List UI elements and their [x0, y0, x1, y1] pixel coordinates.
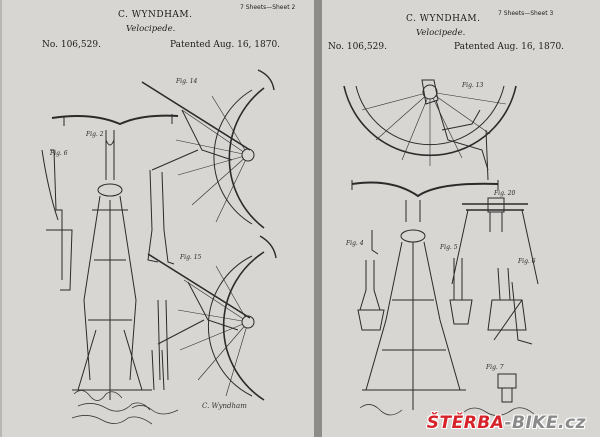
figure-label: Fig. 6	[50, 150, 68, 157]
witness-signatures	[359, 404, 535, 416]
watermark-domain: -BIKE.cz	[504, 413, 586, 433]
figure-label: Fig. 4	[346, 240, 364, 247]
page-gutter	[314, 0, 322, 437]
figure-label: Fig. 6	[518, 258, 536, 265]
inventor-signature: C. Wyndham	[202, 402, 247, 410]
figure-label: Fig. 20	[494, 190, 516, 197]
inventor-name: C. WYNDHAM.	[406, 14, 481, 24]
sheet-number: 7 Sheets—Sheet 3	[498, 10, 554, 17]
witness-signatures	[71, 390, 179, 425]
figure-label: Fig. 2	[86, 131, 104, 138]
patent-title: Velocipede.	[416, 28, 466, 38]
inventor-name: C. WYNDHAM.	[118, 10, 193, 20]
patent-date: Patented Aug. 16, 1870.	[454, 42, 565, 52]
patent-title: Velocipede.	[126, 24, 176, 34]
sheet-number: 7 Sheets—Sheet 2	[240, 4, 296, 11]
figure-label: Fig. 14	[176, 78, 198, 85]
patent-number: No. 106,529.	[328, 42, 387, 52]
patent-sheet-right: 7 Sheets—Sheet 3 C. WYNDHAM. Velocipede.…	[322, 0, 600, 437]
bicycle-drawings-right	[343, 79, 539, 410]
figure-label: Fig. 13	[462, 82, 484, 89]
bicycle-drawings-left	[41, 69, 277, 401]
patent-number: No. 106,529.	[42, 40, 101, 50]
watermark-brand: ŠTĚRBA	[426, 413, 505, 433]
site-watermark: ŠTĚRBA-BIKE.cz	[427, 413, 586, 433]
patent-sheet-left: 7 Sheets—Sheet 2 C. WYNDHAM. Velocipede.…	[2, 0, 314, 437]
figure-label: Fig. 15	[180, 254, 202, 261]
patent-date: Patented Aug. 16, 1870.	[170, 40, 281, 50]
figure-label: Fig. 7	[486, 364, 504, 371]
figure-label: Fig. 5	[440, 244, 458, 251]
